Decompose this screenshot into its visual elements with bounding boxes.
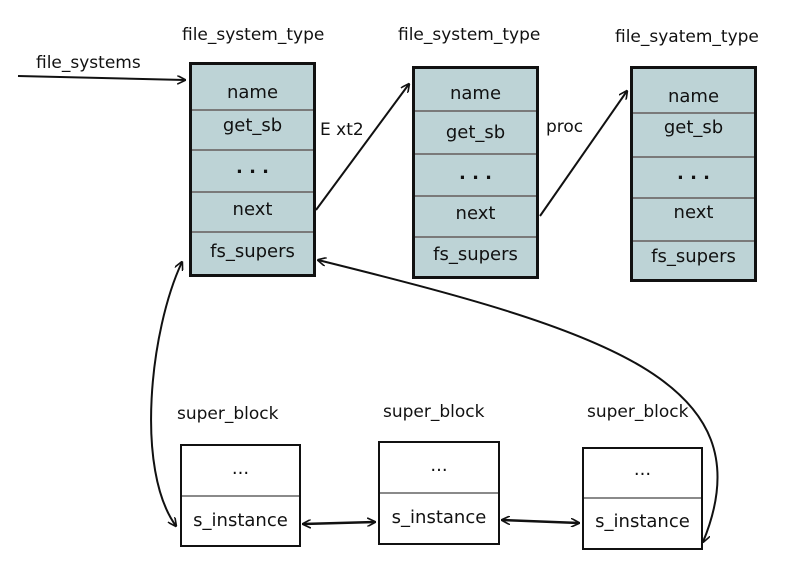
edge-label-proc: proc (546, 117, 584, 137)
fs-type-1-divider (192, 149, 313, 151)
fs-type-2-divider (415, 153, 536, 155)
next-link-arrow-1 (315, 84, 409, 211)
fs-type-2-field-ellipsis: . . . (458, 163, 493, 184)
fs-type-3-divider (633, 112, 754, 114)
fs-type-1-divider (192, 191, 313, 193)
fs-type-3-field-name: name (667, 86, 720, 107)
fs-type-2-field-next: next (455, 203, 496, 224)
file-systems-label: file_systems (36, 53, 141, 73)
fs-type-2-divider (415, 110, 536, 112)
fs-type-1-divider (192, 109, 313, 111)
next-link-arrow-2 (539, 91, 627, 217)
fs-supers-to-first-sb-arrow (150, 262, 182, 526)
fs-type-1-divider (192, 231, 313, 233)
file-systems-pointer-arrow (17, 75, 185, 80)
fs-type-2-field-get-sb: get_sb (445, 122, 506, 143)
fs-type-3-field-get-sb: get_sb (663, 117, 724, 138)
super-block-1-title: super_block (177, 404, 279, 424)
edge-label-ext2: E xt2 (320, 120, 364, 140)
fs-type-3-divider (633, 240, 754, 242)
super-block-1-divider (182, 495, 299, 497)
super-block-1-ellipsis: ... (231, 458, 250, 479)
fs-type-1-box: name get_sb . . . next fs_supers (189, 62, 316, 277)
s-instance-link-arrow-2 (502, 520, 579, 523)
fs-type-1-field-ellipsis: . . . (235, 157, 270, 178)
fs-type-1-field-fs-supers: fs_supers (210, 241, 295, 262)
fs-type-2-field-name: name (449, 83, 502, 104)
fs-type-1-title: file_system_type (182, 25, 325, 45)
fs-type-2-divider (415, 195, 536, 197)
fs-type-3-divider (633, 156, 754, 158)
fs-type-1-field-name: name (226, 82, 279, 103)
fs-supers-to-last-sb-arrow (318, 260, 719, 542)
fs-type-3-divider (633, 197, 754, 199)
fs-type-3-field-ellipsis: . . . (676, 163, 711, 184)
super-block-1-box: ... s_instance (180, 444, 301, 547)
super-block-1-s-instance: s_instance (193, 510, 288, 531)
fs-type-3-box: name get_sb . . . next fs_supers (630, 66, 757, 282)
fs-type-2-divider (415, 236, 536, 238)
s-instance-link-arrow-1 (303, 522, 375, 524)
fs-type-1-field-next: next (232, 199, 273, 220)
fs-type-3-title: file_syatem_type (615, 27, 759, 47)
fs-type-1-field-get-sb: get_sb (222, 115, 283, 136)
fs-type-2-title: file_system_type (398, 25, 541, 45)
fs-type-3-field-next: next (673, 202, 714, 223)
